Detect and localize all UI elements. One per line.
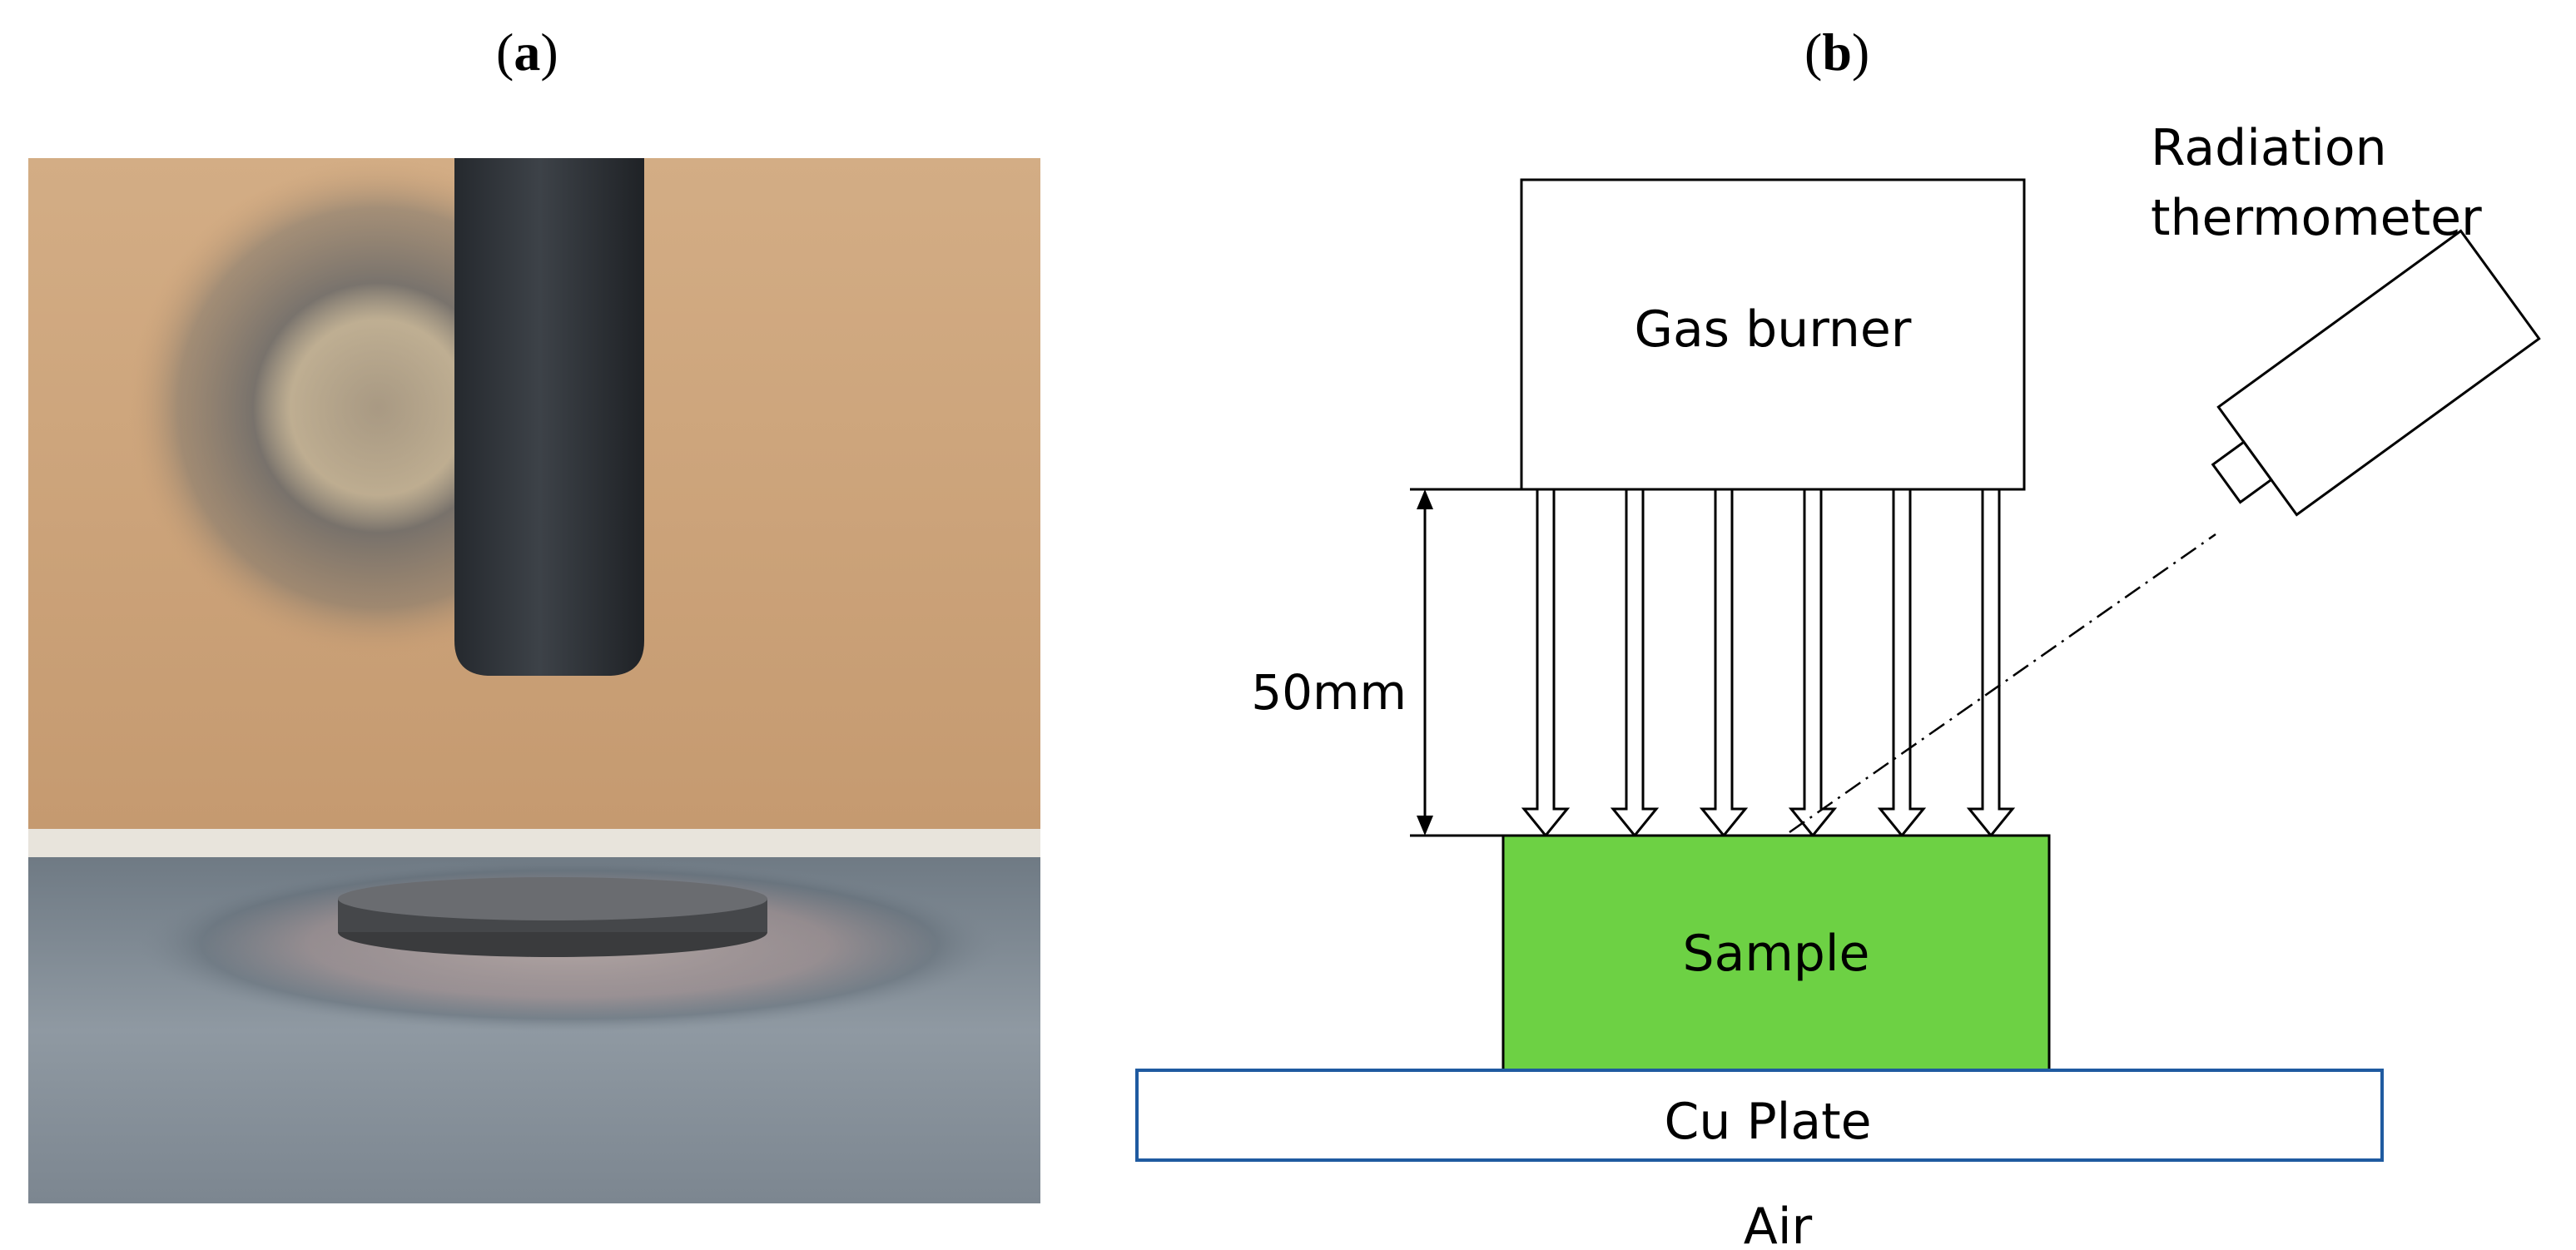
burner-nozzle [454, 158, 644, 676]
flame-arrow-3 [1699, 488, 1749, 838]
experiment-photo [28, 158, 1040, 1203]
distance-dimension [1410, 488, 1523, 837]
flame-arrow-5 [1877, 488, 1927, 838]
air-label: Air [1744, 1198, 1813, 1250]
dimension-arrow-bottom [1417, 816, 1433, 836]
burner-label: Gas burner [1635, 300, 1912, 359]
distance-label: 50mm [1251, 664, 1407, 721]
wall-edge [28, 829, 1040, 862]
dimension-arrow-top [1417, 489, 1433, 509]
thermometer-label-line2: thermometer [2151, 189, 2482, 247]
panel-a-letter: a [514, 22, 541, 82]
flame-arrow-2 [1610, 488, 1660, 838]
panel-b-label: (b) [1804, 22, 1870, 82]
panel-a-label: (a) [496, 22, 558, 82]
flame-arrows [1521, 488, 2016, 838]
thermometer-lens [2211, 440, 2273, 504]
measurement-line [1789, 533, 2216, 834]
flame-arrow-6 [1966, 488, 2016, 838]
sample-box [1501, 834, 2051, 1072]
plate-label: Cu Plate [1664, 1093, 1871, 1151]
sample-disc-top [338, 877, 767, 920]
flame-arrow-4 [1788, 488, 1838, 838]
thermometer [2211, 229, 2541, 517]
flame-arrow-1 [1521, 488, 1571, 838]
sample-label: Sample [1683, 925, 1870, 983]
thermometer-label-line1: Radiation [2151, 119, 2387, 177]
cu-plate [1135, 1069, 2384, 1162]
burner-box [1520, 178, 2026, 491]
panel-b-letter: b [1822, 22, 1852, 82]
